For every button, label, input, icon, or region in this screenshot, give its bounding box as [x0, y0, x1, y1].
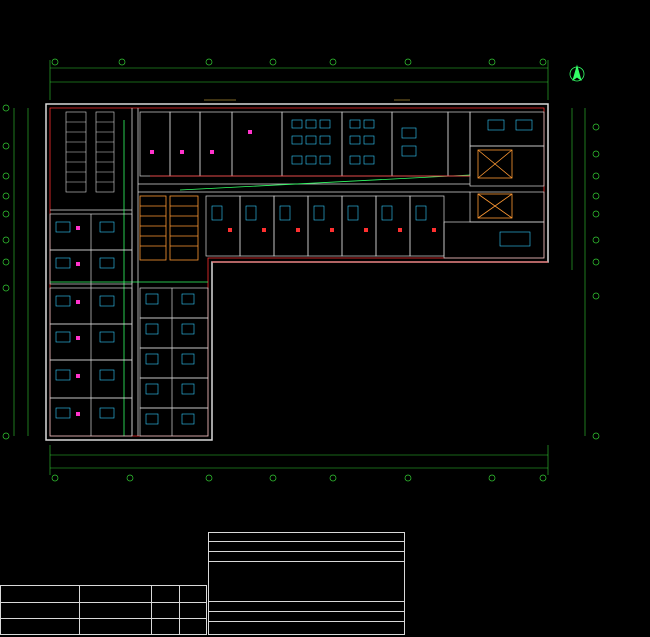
- legend-column-divider: [151, 586, 152, 634]
- wiring-lines: [50, 120, 471, 436]
- south-room-furniture: [211, 205, 427, 221]
- legend-column-divider: [179, 586, 180, 634]
- south-room-fixtures: [228, 228, 436, 232]
- bottom-dimension-lines: [49, 445, 549, 475]
- legend-row: [1, 618, 206, 619]
- left-grid-bubbles: [2, 104, 10, 440]
- south-rooms: [205, 195, 445, 257]
- right-grid-bubbles: [592, 123, 600, 440]
- left-wing-rooms: [49, 213, 133, 437]
- center-wing-rooms: [139, 287, 209, 437]
- top-grid-bubbles: [51, 58, 547, 66]
- building-outline: [45, 103, 549, 441]
- right-dimension-lines: [571, 108, 586, 436]
- accent-marks: [150, 175, 548, 263]
- legend-row: [1, 602, 206, 603]
- material-legend-table: [0, 585, 207, 635]
- east-lift-core: [477, 149, 513, 219]
- corridors: [50, 108, 470, 436]
- left-office-desks: [65, 111, 115, 193]
- east-furniture: [487, 119, 533, 247]
- left-wing-fixtures: [76, 226, 80, 416]
- north-rooms: [139, 111, 471, 177]
- notes-row: [209, 611, 404, 622]
- notes-title-row: [209, 533, 404, 541]
- notes-row: [209, 601, 404, 612]
- stair-core: [139, 195, 199, 261]
- north-arrow-icon: [569, 64, 585, 82]
- left-wing-furniture: [55, 221, 115, 419]
- notes-row: [209, 551, 404, 562]
- north-room-fixtures: [150, 130, 252, 154]
- east-block: [443, 111, 545, 259]
- notes-row: [209, 561, 404, 602]
- bottom-grid-bubbles: [51, 474, 547, 482]
- top-dimension-lines: [49, 60, 549, 100]
- center-wing-furniture: [145, 293, 195, 425]
- left-dimension-lines: [13, 108, 29, 436]
- design-notes-table: [208, 532, 405, 635]
- notes-row: [209, 541, 404, 552]
- notes-row: [209, 621, 404, 634]
- dining-tables: [291, 119, 417, 165]
- legend-column-divider: [79, 586, 80, 634]
